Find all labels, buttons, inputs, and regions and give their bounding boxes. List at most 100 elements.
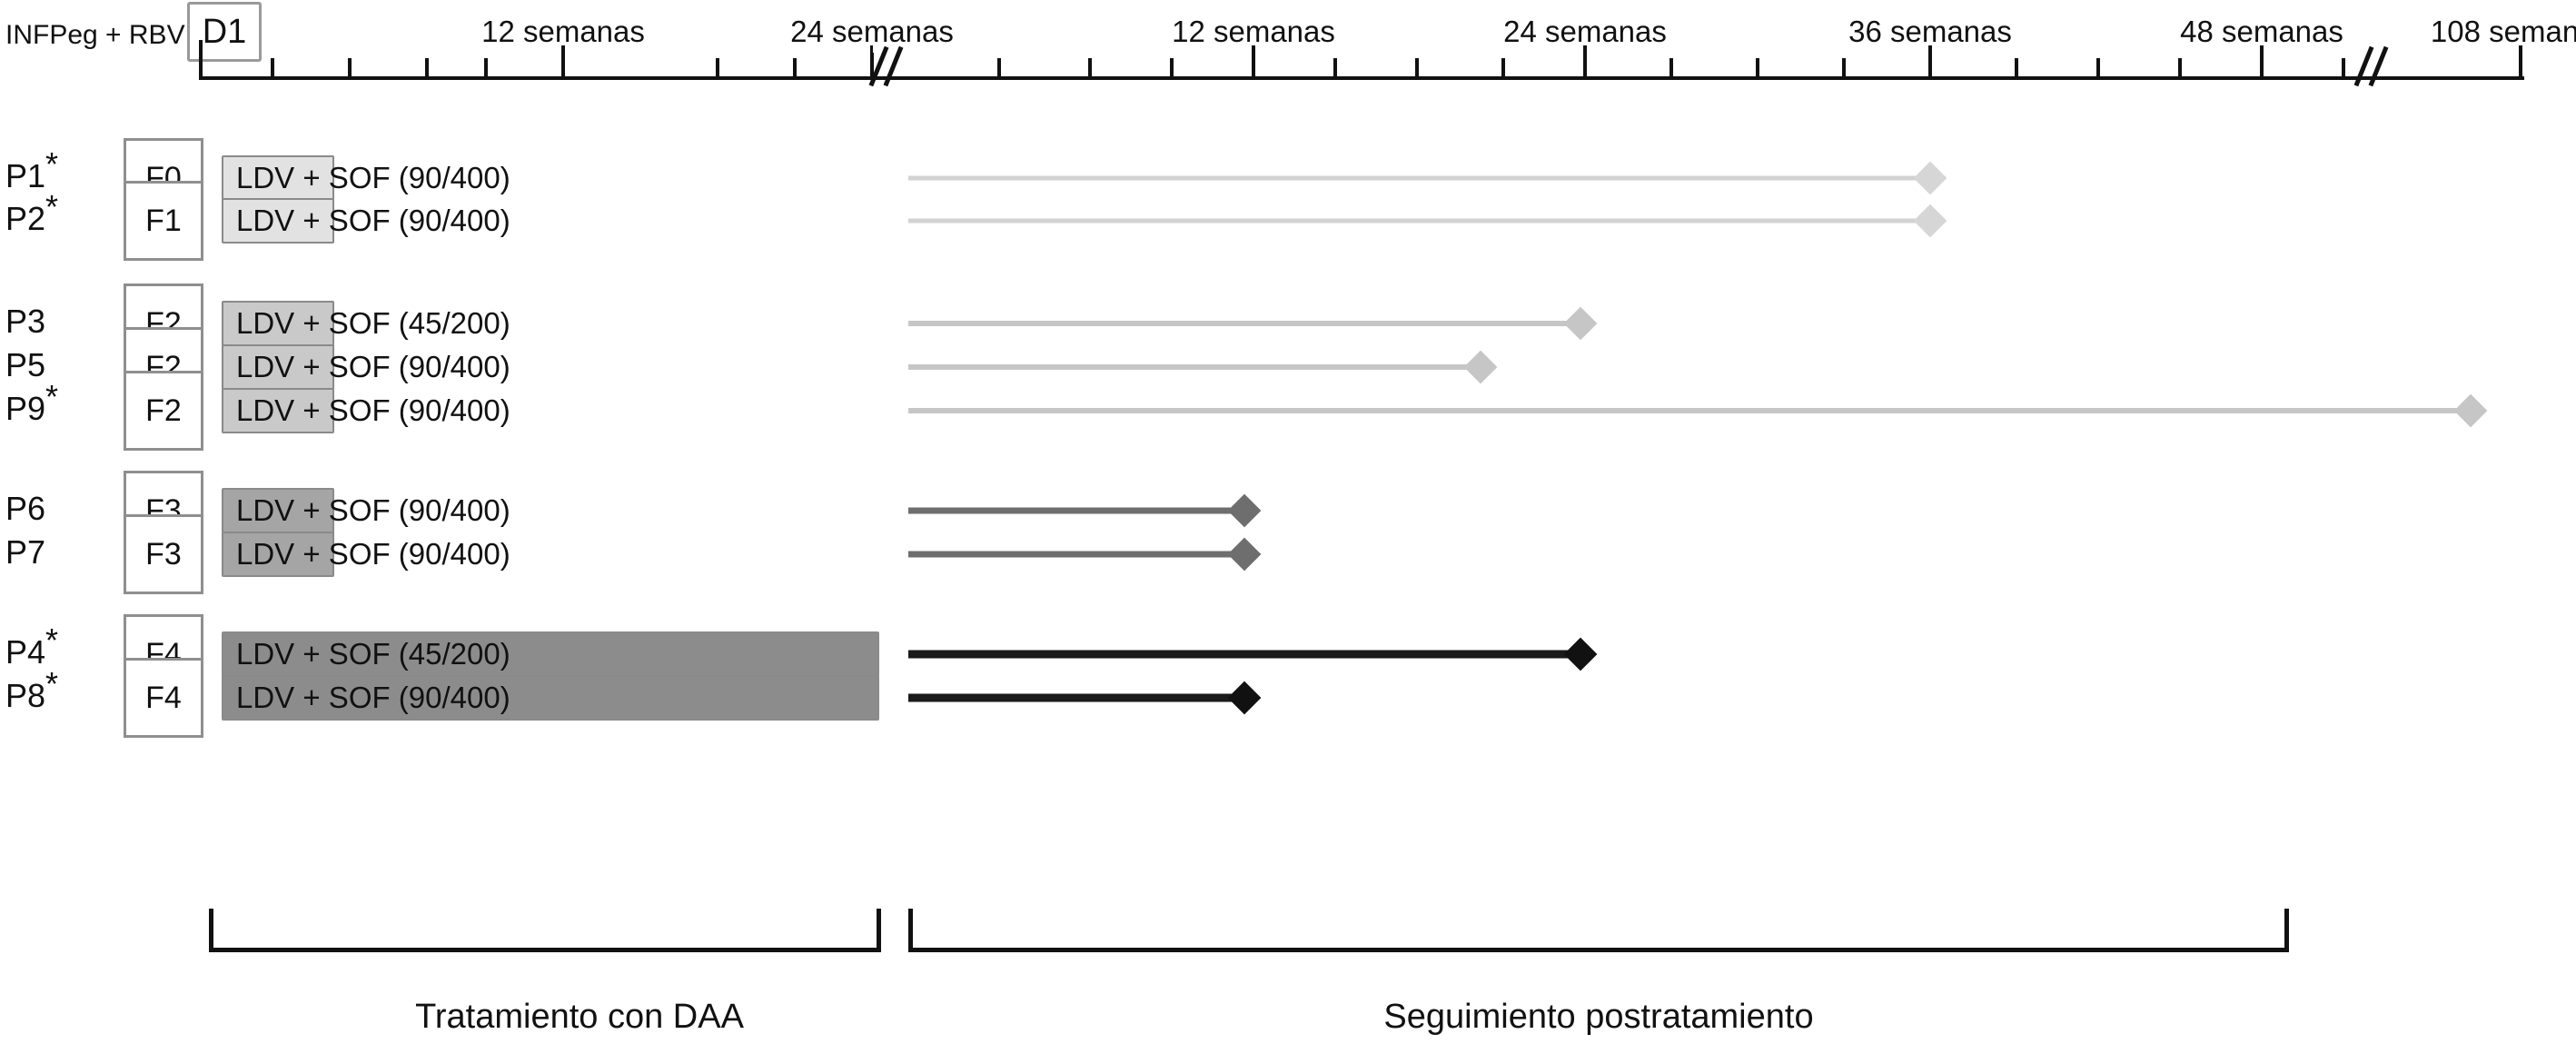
axis-tick-minor [716,58,719,78]
axis-tick-minor [425,58,429,78]
fibrosis-stage-f1: F1 [124,181,203,261]
followup-line-segment [908,218,1930,224]
followup-line-segment [908,507,1244,514]
axis-tick-minor [348,58,352,78]
followup-endpoint-diamond [1463,350,1498,384]
axis-tick-label-7: 108 semanas [2430,15,2576,48]
patient-label-p9: P9* [5,378,59,427]
bracket-treatment-caption: Tratamiento con DAA [415,998,744,1036]
followup-line-segment [908,408,2471,413]
axis-break-icon [2353,45,2394,87]
table-row: P9* F2 LDV + SOF (90/400) [0,371,2576,451]
axis-tick-minor [1333,58,1337,78]
patient-label-p3: P3 [5,303,46,340]
axis-tick-label-1: 12 semanas [481,15,645,48]
treatment-bar: LDV + SOF (45/200) [222,631,879,677]
treatment-bar: LDV + SOF (90/400) [222,155,510,201]
treatment-bar: LDV + SOF (45/200) [222,301,510,346]
followup-line-segment [908,693,1244,702]
axis-tick-minor [2178,58,2182,78]
table-row: P8* F4 LDV + SOF (90/400) [0,658,2576,738]
axis-tick-minor [2015,58,2018,78]
followup-endpoint-diamond [1563,306,1598,341]
axis-tick-major [1583,45,1587,78]
axis-tick-major [561,45,565,78]
patient-label-p6: P6 [5,490,46,527]
patient-label-p7: P7 [5,533,46,571]
bracket-left-cap [209,909,213,952]
table-row: P7 F3 LDV + SOF (90/400) [0,514,2576,594]
axis-tick-origin [199,40,203,78]
axis-tick-minor [1501,58,1505,78]
significance-asterisk: * [45,665,59,702]
followup-endpoint-diamond [2453,393,2488,428]
followup-endpoint-diamond [1227,537,1262,572]
axis-tick-label-4: 24 semanas [1503,15,1667,48]
followup-line-segment [908,650,1580,659]
bracket-bar [908,948,2289,952]
fibrosis-stage-f4: F4 [124,658,203,738]
significance-asterisk: * [45,145,59,183]
axis-tick-minor [1415,58,1419,78]
axis-baseline [199,76,2524,80]
followup-line-segment [908,364,1481,370]
treatment-bar: LDV + SOF (90/400) [222,675,879,721]
bracket-treatment [209,909,881,952]
bracket-left-cap [908,909,913,952]
fibrosis-stage-f2: F2 [124,371,203,451]
treatment-bar: LDV + SOF (90/400) [222,532,510,577]
patient-label-p4: P4* [5,621,59,671]
axis-tick-major [2260,45,2264,78]
followup-line [908,632,1608,676]
significance-asterisk: * [45,188,59,225]
followup-line [908,489,1272,532]
bracket-right-cap [877,909,881,952]
followup-line-segment [908,321,1580,326]
treatment-bar: LDV + SOF (90/400) [222,488,510,533]
axis-tick-label-6: 48 semanas [2180,15,2343,48]
followup-line [908,345,1508,389]
axis-tick-major [870,45,874,78]
significance-asterisk: * [45,621,59,659]
axis-tick-minor [1842,58,1846,78]
followup-line [908,199,1957,243]
followup-line [908,302,1608,345]
axis-tick-minor [1088,58,1092,78]
bracket-followup [908,909,2289,952]
treatment-bar: LDV + SOF (90/400) [222,344,510,390]
axis-tick-label-5: 36 semanas [1848,15,2012,48]
followup-endpoint-diamond [1913,204,1947,238]
bracket-bar [209,948,881,952]
axis-tick-minor [484,58,488,78]
patient-label-p8: P8* [5,665,59,714]
followup-line [908,389,2498,433]
followup-line-segment [908,175,1930,181]
axis-tick-minor [997,58,1001,78]
significance-asterisk: * [45,378,59,415]
followup-line [908,532,1272,576]
axis-tick-minor [2519,58,2522,78]
followup-line-segment [908,551,1244,558]
axis-tick-minor [2342,58,2345,78]
fibrosis-stage-f3: F3 [124,514,203,594]
followup-endpoint-diamond [1913,161,1947,195]
axis-tick-minor [271,58,274,78]
treatment-bar: LDV + SOF (90/400) [222,388,510,433]
axis-tick-minor [1669,58,1673,78]
followup-endpoint-diamond [1227,493,1262,528]
axis-tick-major [1928,45,1932,78]
axis-tick-minor [2096,58,2100,78]
regimen-label: INFPeg + RBV [5,20,185,50]
treatment-bar: LDV + SOF (90/400) [222,198,510,244]
bracket-followup-caption: Seguimiento postratamiento [1383,998,1814,1036]
followup-line [908,676,1272,720]
bracket-right-cap [2284,909,2289,952]
axis-tick-minor [1756,58,1759,78]
patient-label-p1: P1* [5,145,59,194]
